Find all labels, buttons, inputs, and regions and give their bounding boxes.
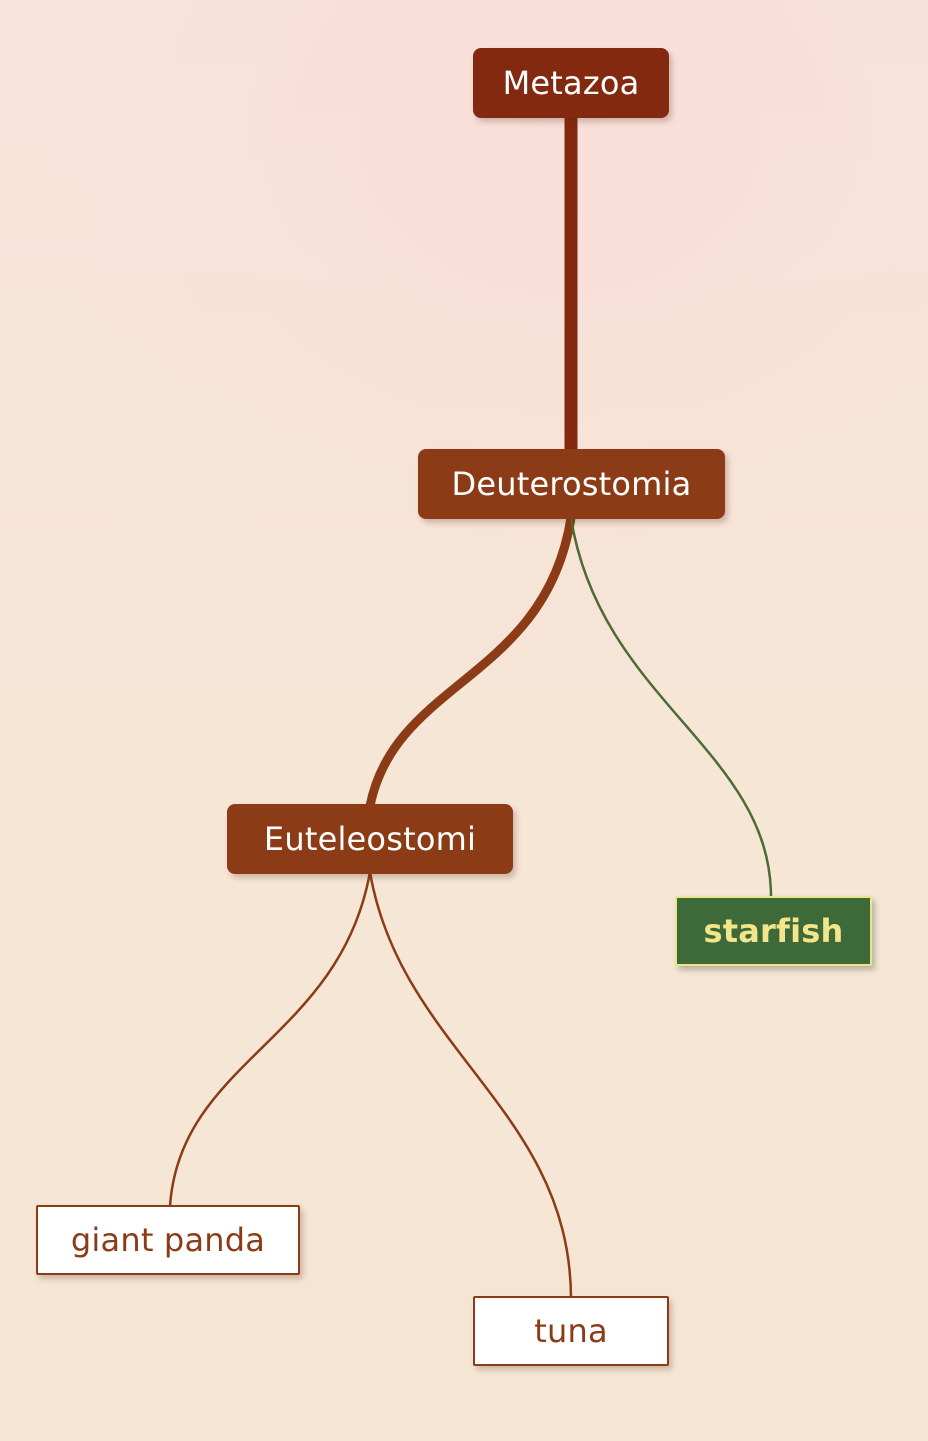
edge-euteleostomi-tuna [368, 871, 573, 1299]
node-label: Deuterostomia [451, 465, 692, 503]
edge-deuterostomia-euteleostomi [365, 517, 576, 807]
node-giant-panda[interactable]: giant panda [36, 1205, 300, 1275]
node-label: giant panda [70, 1221, 266, 1259]
node-euteleostomi[interactable]: Euteleostomi [227, 804, 513, 874]
node-deuterostomia[interactable]: Deuterostomia [418, 449, 725, 519]
node-metazoa[interactable]: Metazoa [473, 48, 669, 118]
node-label: Euteleostomi [263, 820, 477, 858]
node-label: starfish [703, 912, 844, 950]
edge-euteleostomi-giant-panda [168, 871, 372, 1207]
edge-deuterostomia-starfish [569, 517, 773, 897]
node-label: Metazoa [502, 64, 640, 102]
node-starfish[interactable]: starfish [675, 896, 872, 966]
node-label: tuna [534, 1312, 608, 1350]
node-tuna[interactable]: tuna [473, 1296, 669, 1366]
